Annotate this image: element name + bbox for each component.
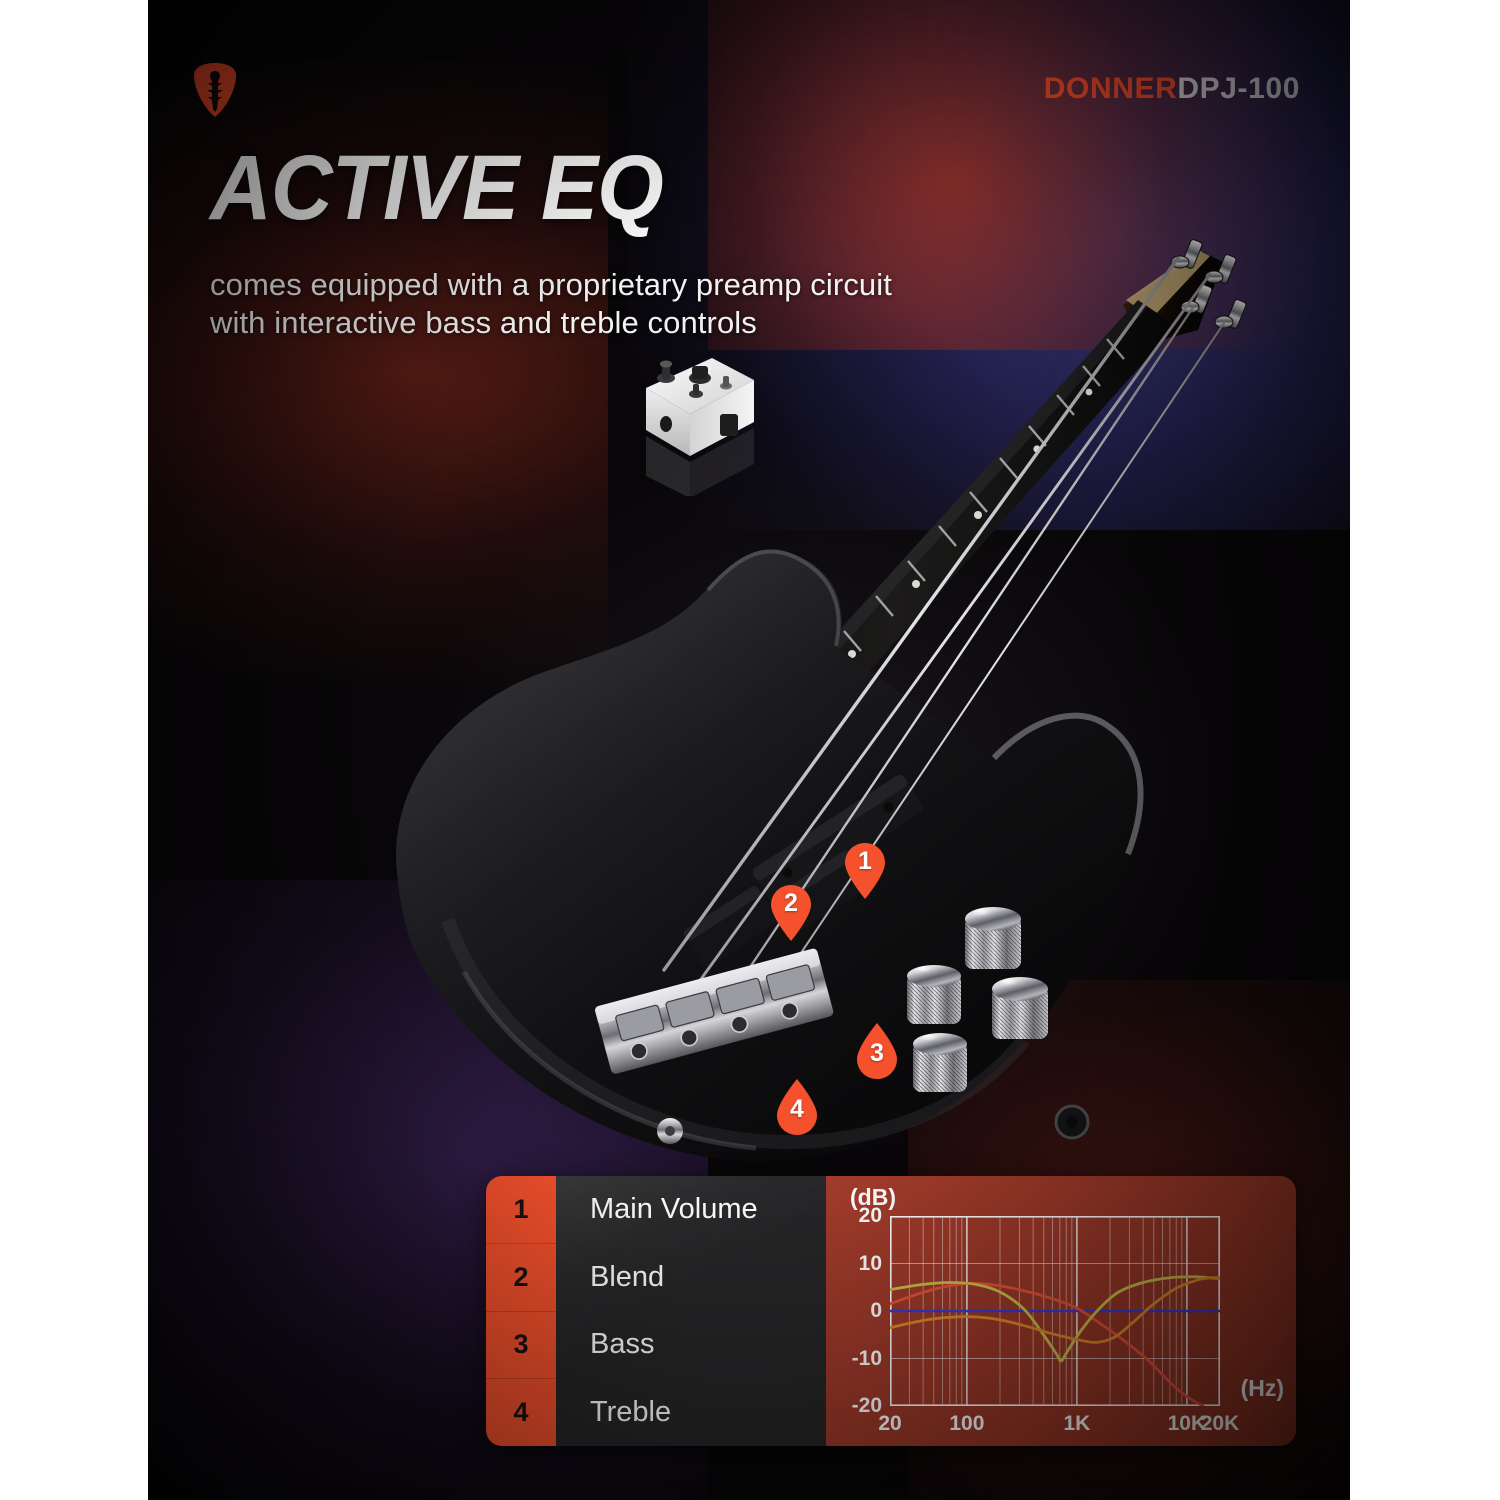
legend-number-column: 1 2 3 4 <box>486 1176 556 1446</box>
legend-number-4: 4 <box>513 1397 529 1428</box>
donner-pick-logo-icon <box>194 63 236 117</box>
callout-pin-4[interactable]: 4 <box>774 1078 820 1136</box>
x-tick-1K: 1K <box>1063 1412 1091 1435</box>
legend-number-2: 2 <box>486 1244 556 1312</box>
model-number: DPJ-100 <box>1177 72 1300 105</box>
chart-x-axis-label: (Hz) <box>1240 1375 1284 1401</box>
callout-pin-2[interactable]: 2 <box>768 884 814 942</box>
page-subtitle: comes equipped with a proprietary preamp… <box>210 266 892 342</box>
callout-pin-3-number: 3 <box>870 1039 884 1067</box>
y-tick-10: 10 <box>858 1251 882 1275</box>
brand-name: DONNER <box>1043 72 1178 105</box>
chart-curves <box>888 1215 1222 1408</box>
legend-label-2: Blend <box>590 1260 665 1293</box>
y-tick--10: -10 <box>851 1346 882 1370</box>
chart-plot-area <box>888 1215 1222 1408</box>
dark-product-panel: DONNERDPJ-100 ACTIVE EQ comes equipped w… <box>148 0 1350 1500</box>
y-tick-0: 0 <box>870 1299 882 1322</box>
x-tick-20: 20 <box>878 1412 902 1435</box>
preamp-circuit-module <box>646 358 754 496</box>
x-tick-20K: 20K <box>1200 1412 1240 1435</box>
x-tick-100: 100 <box>949 1412 985 1435</box>
callout-pin-1-number: 1 <box>858 847 872 875</box>
subtitle-line-1: comes equipped with a proprietary preamp… <box>210 267 892 302</box>
page-title: ACTIVE EQ <box>210 137 664 239</box>
legend-label-4: Treble <box>590 1395 672 1428</box>
guitar-body <box>396 549 1144 1162</box>
legend-label-1: Main Volume <box>590 1193 758 1226</box>
legend-number-1: 1 <box>486 1176 556 1244</box>
legend-number-3: 3 <box>486 1312 556 1380</box>
legend-label-3: Bass <box>590 1328 655 1361</box>
callout-pin-3[interactable]: 3 <box>854 1022 900 1080</box>
y-tick-20: 20 <box>858 1204 882 1227</box>
control-legend: 1 2 3 4 Main Volume Blend Bass Treble <box>486 1176 826 1446</box>
callout-pin-1[interactable]: 1 <box>842 842 888 900</box>
control-legend-and-eq-card: 1 2 3 4 Main Volume Blend Bass Treble (d… <box>486 1176 1296 1446</box>
legend-label-column: Main Volume Blend Bass Treble <box>556 1176 826 1446</box>
callout-pin-4-number: 4 <box>790 1095 804 1123</box>
callout-pin-2-number: 2 <box>784 889 798 917</box>
subtitle-line-2: with interactive bass and treble control… <box>210 305 757 340</box>
brand-model-line: DONNERDPJ-100 <box>1044 72 1300 106</box>
